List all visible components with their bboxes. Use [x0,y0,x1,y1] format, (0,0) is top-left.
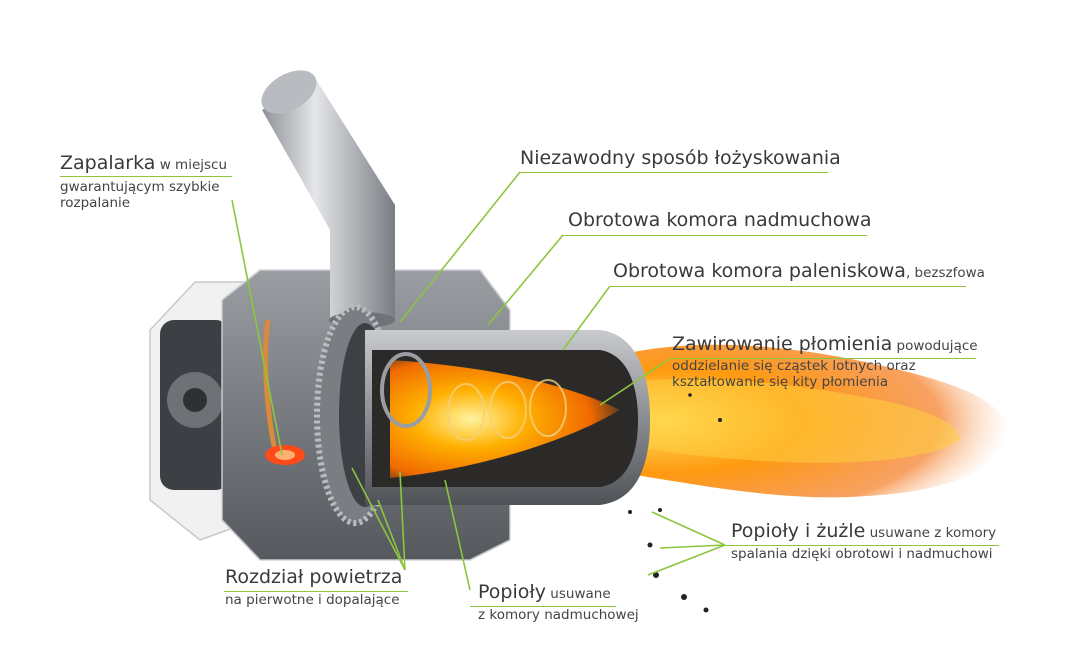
label-ignition-line2: gwarantującym szybkie [60,180,220,196]
label-ash-blower-line2: z komory nadmuchowej [478,608,639,624]
label-blower: Obrotowa komora nadmuchowa [568,210,872,232]
label-ignition-rest: w miejscu [155,157,227,173]
label-ash-rest: usuwane z komory [865,525,996,541]
label-ignition-line3: rozpalanie [60,196,130,212]
label-swirl-line2: oddzielanie się cząstek lotnych oraz [672,359,916,375]
label-furnace-rest: , bezszfowa [906,265,985,281]
label-ash-blower-rest: usuwane [546,586,611,602]
label-air-line2: na pierwotne i dopalające [225,593,400,609]
label-ash: Popioły i żużle usuwane z komory [731,521,996,543]
label-ash-blower: Popioły usuwane [478,582,611,604]
label-swirl-rest: powodujące [892,338,977,354]
label-ash-line2: spalania dzięki obrotowi i nadmuchowi [731,547,993,563]
label-air: Rozdział powietrza [225,567,402,589]
underline-blower [563,235,867,236]
label-swirl: Zawirowanie płomienia powodujące [672,334,978,356]
label-ash-main: Popioły i żużle [731,520,865,542]
label-swirl-main: Zawirowanie płomienia [672,333,892,355]
underline-bearing [520,172,828,173]
underline-ignition [60,176,232,177]
label-ash-blower-main: Popioły [478,581,546,603]
label-furnace-main: Obrotowa komora paleniskowa [613,260,906,282]
label-bearing: Niezawodny sposób łożyskowania [520,148,841,170]
combustion-tube [365,330,650,505]
underline-furnace [610,286,966,287]
label-furnace: Obrotowa komora paleniskowa, bezszfowa [613,261,985,283]
label-ignition: Zapalarka w miejscu [60,153,227,175]
label-swirl-line3: kształtowanie się kity płomienia [672,375,888,391]
label-ignition-main: Zapalarka [60,152,155,174]
